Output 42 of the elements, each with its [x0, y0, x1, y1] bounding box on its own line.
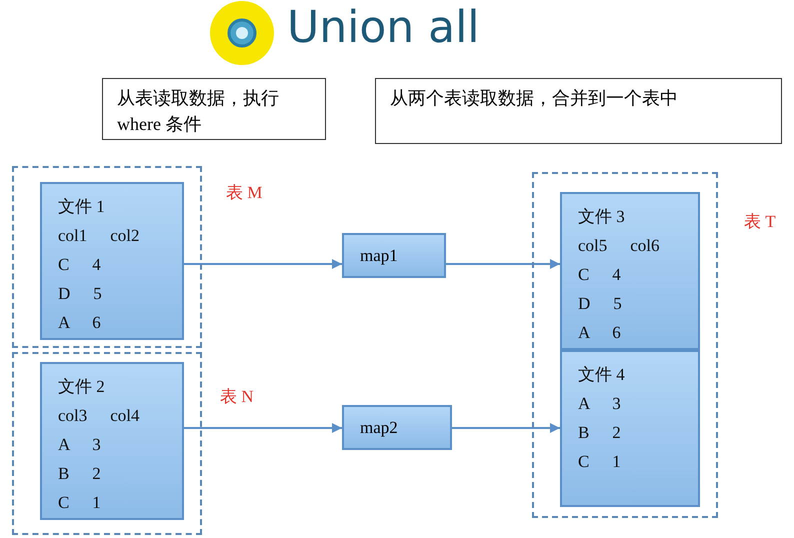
table-row-text: A 3 — [578, 393, 621, 415]
process-box — [342, 405, 452, 450]
note-box — [375, 78, 782, 144]
note-box — [102, 78, 326, 140]
note-text: 从两个表读取数据，合并到一个表中 — [390, 87, 679, 110]
arrow — [446, 259, 560, 269]
arrow — [184, 259, 342, 269]
table-label: 表 M — [226, 182, 262, 204]
dashed-group-box — [12, 352, 202, 535]
table-box — [40, 182, 184, 340]
table-name: 文件 2 — [58, 376, 105, 398]
table-row-text: col1 col2 — [58, 225, 140, 247]
table-label: 表 T — [744, 211, 776, 233]
table-row-text: A 3 — [58, 434, 101, 456]
table-row-text: C 4 — [58, 254, 101, 276]
table-row-text: A 6 — [58, 312, 101, 334]
arrow — [184, 423, 342, 433]
table-row-text: col3 col4 — [58, 405, 140, 427]
table-row-text: B 2 — [58, 463, 101, 485]
process-label: map2 — [360, 418, 398, 438]
table-box — [560, 192, 700, 350]
table-row-text: C 1 — [58, 492, 101, 514]
table-row-text: B 2 — [578, 422, 621, 444]
table-name: 文件 3 — [578, 206, 625, 228]
table-row-text: D 5 — [578, 293, 622, 315]
table-box — [560, 350, 700, 507]
dashed-group-box — [12, 166, 202, 348]
table-row-text: D 5 — [58, 283, 102, 305]
note-text: 从表读取数据，执行 where 条件 — [117, 87, 280, 136]
dashed-group-box — [532, 172, 718, 518]
table-box — [40, 362, 184, 520]
table-label: 表 N — [220, 386, 254, 408]
table-row-text: col5 col6 — [578, 235, 660, 257]
process-label: map1 — [360, 246, 398, 266]
table-name: 文件 4 — [578, 364, 625, 386]
process-box — [342, 233, 446, 278]
table-row-text: A 6 — [578, 322, 621, 344]
table-name: 文件 1 — [58, 196, 105, 218]
title: Union all — [287, 2, 480, 53]
table-row-text: C 4 — [578, 264, 621, 286]
table-row-text: C 1 — [578, 451, 621, 473]
arrow — [452, 423, 560, 433]
